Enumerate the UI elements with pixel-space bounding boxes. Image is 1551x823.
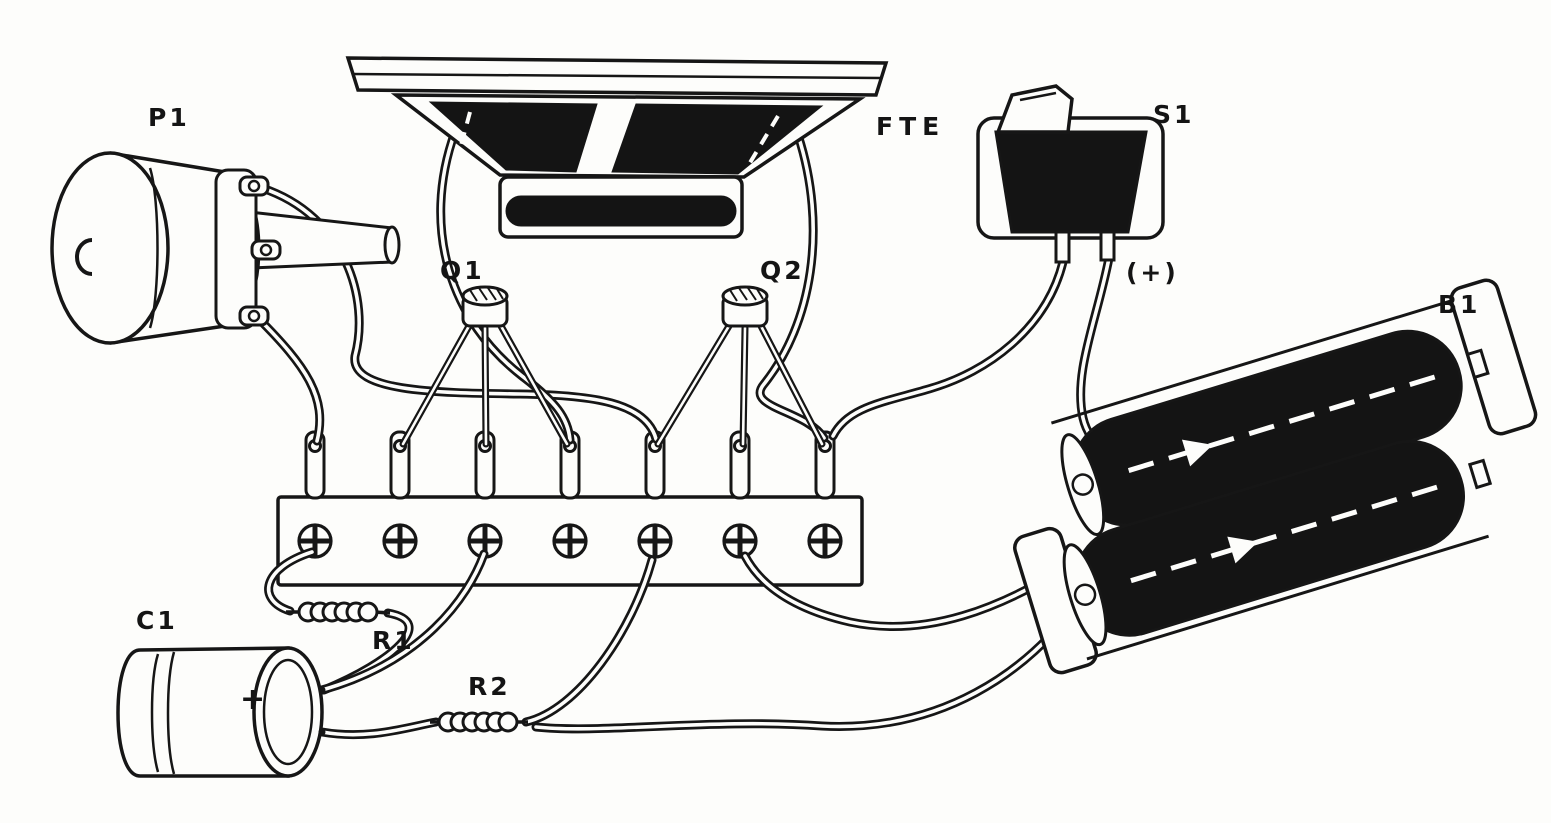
terminal-screws xyxy=(297,523,843,559)
label-r1: R1 xyxy=(372,626,415,655)
rocker-switch-s1 xyxy=(976,84,1165,264)
label-q2: Q2 xyxy=(760,256,805,285)
capacitor-c1 xyxy=(116,646,326,778)
label-s1: S1 xyxy=(1153,100,1195,129)
terminal-strip xyxy=(276,430,864,587)
speaker xyxy=(345,56,889,239)
potentiometer-p1 xyxy=(50,151,401,345)
battery-pack-b1 xyxy=(1013,278,1538,675)
label-r2: R2 xyxy=(468,672,511,701)
terminal-lugs xyxy=(304,430,836,500)
label-battery-plus: (+) xyxy=(1126,258,1179,287)
pot-lugs xyxy=(238,175,282,327)
transistor-q1 xyxy=(461,285,509,328)
label-fte: FTE xyxy=(876,112,946,141)
switch-rocker xyxy=(995,84,1074,134)
resistor-r1 xyxy=(286,601,391,623)
label-b1: B1 xyxy=(1438,290,1481,319)
label-q1: Q1 xyxy=(440,256,485,285)
battery-cell-lower xyxy=(1062,439,1493,647)
label-p1: P1 xyxy=(148,103,190,132)
label-c1: C1 xyxy=(136,606,178,635)
transistor-q2 xyxy=(721,285,769,328)
label-cap-plus: + xyxy=(240,682,266,717)
resistor-r2 xyxy=(430,711,528,733)
